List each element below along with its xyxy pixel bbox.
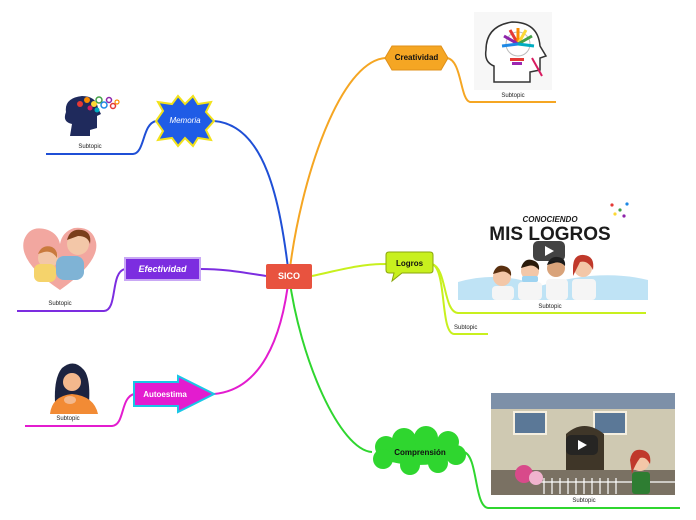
topic-logros-shape[interactable]	[385, 251, 434, 283]
mother-child-heart-image[interactable]	[23, 227, 97, 290]
memory-head-image[interactable]	[64, 96, 120, 136]
branch-memoria	[213, 120, 290, 277]
topic-autoestima-shape[interactable]	[133, 374, 217, 414]
subbranch-efectividad	[17, 268, 126, 312]
topic-comprension-shape[interactable]	[373, 426, 466, 475]
subbranch-comprension	[463, 451, 680, 509]
branch-logros	[311, 263, 387, 277]
topic-efectividad-shape[interactable]	[124, 257, 201, 281]
subbranch-logros-2	[431, 263, 488, 335]
logros-video-thumbnail[interactable]	[458, 200, 648, 300]
comprension-video-thumbnail[interactable]	[491, 393, 680, 495]
topic-creatividad-shape[interactable]	[384, 45, 449, 71]
topic-memoria-shape[interactable]	[154, 94, 216, 148]
branch-autoestima	[213, 275, 290, 395]
creativity-head-image[interactable]	[474, 12, 552, 90]
subbranch-autoestima	[25, 393, 135, 427]
central-topic-box[interactable]	[266, 264, 312, 289]
branch-creatividad	[288, 57, 387, 277]
branch-comprension	[288, 275, 373, 453]
woman-self-esteem-image[interactable]	[42, 362, 104, 414]
subbranch-creatividad	[446, 57, 556, 103]
branch-efectividad	[199, 268, 267, 277]
subbranch-memoria	[46, 120, 157, 155]
